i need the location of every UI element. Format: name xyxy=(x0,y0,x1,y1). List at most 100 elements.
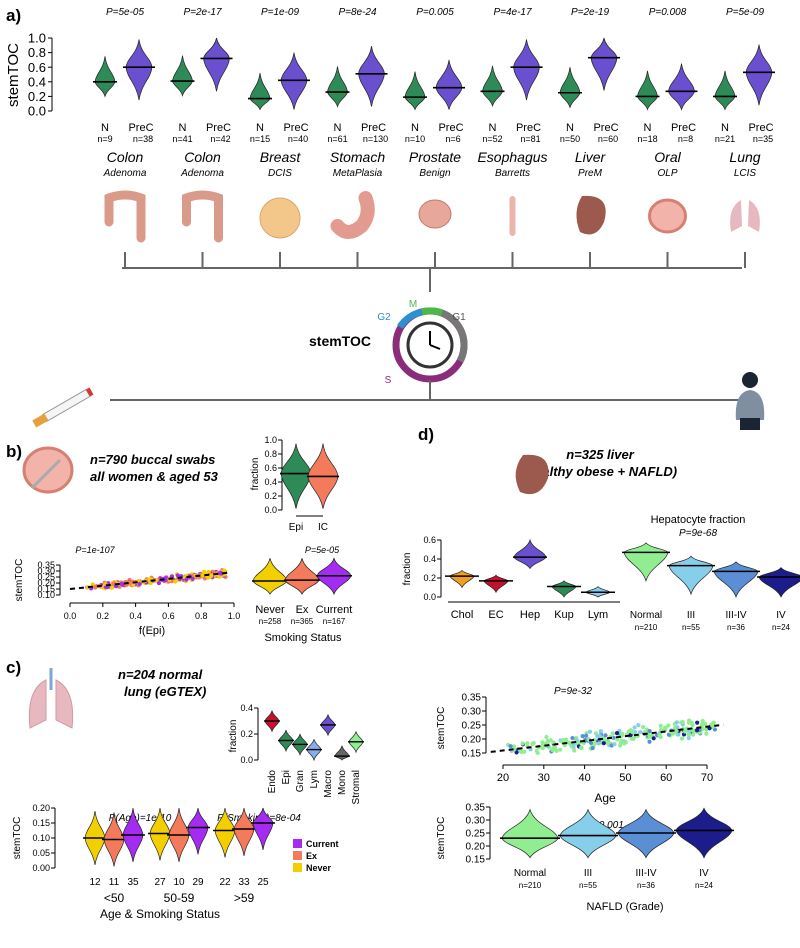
a-yaxis-tick-label: 0.2 xyxy=(28,89,46,104)
d-scatter-point xyxy=(544,734,549,740)
d-scatter-point xyxy=(674,720,679,725)
prostate-icon-shape xyxy=(418,199,452,229)
d-scatter-point xyxy=(658,723,663,728)
a-violin-prec xyxy=(125,39,153,101)
colon-icon-shape xyxy=(104,190,146,243)
b-frac-yaxis-tick-label: 0.2 xyxy=(264,491,277,501)
a-xlabel-n: N xyxy=(179,122,187,134)
d-scatter-point xyxy=(695,720,700,725)
b-scatter-yaxis-tick-label: 0.15 xyxy=(37,584,55,594)
d-scatter-point xyxy=(597,734,602,739)
b-scatter-point xyxy=(137,581,142,586)
c-page: P(Age)=1e-10 xyxy=(109,813,172,824)
d-frac-violin xyxy=(449,569,475,589)
c-legend-swatch xyxy=(293,863,302,872)
cigarette-icon xyxy=(32,387,94,428)
d-title-1: n=325 liver xyxy=(566,447,634,462)
d-scatter-point xyxy=(647,728,652,734)
panel-b-label: b) xyxy=(6,442,23,461)
d-grade-yaxis-tick-label: 0.20 xyxy=(466,842,486,853)
b-scatter-point xyxy=(170,574,175,579)
d-scatter-xaxis-tick-label: 70 xyxy=(701,772,713,784)
d-scatter-yaxis-tick-label: 0.15 xyxy=(462,749,482,760)
d-scatter-point xyxy=(686,735,691,741)
d-frac-yaxis-tick-label: 0.0 xyxy=(423,592,436,602)
d-scatter-point xyxy=(558,747,563,752)
a-lesion-label: Adenoma xyxy=(180,168,224,179)
d-scatter-point xyxy=(675,725,680,730)
stomach-icon xyxy=(330,191,375,239)
breast-icon xyxy=(259,197,301,239)
b-smoke-n: n=167 xyxy=(323,617,346,626)
c-frac-ylabel: fraction xyxy=(228,720,239,753)
b-scatter-point xyxy=(93,585,98,590)
d-grade-n: n=55 xyxy=(579,881,598,890)
d-scatter-point xyxy=(647,739,652,744)
a-violin-normal xyxy=(94,56,116,98)
a-xlabel-n: N xyxy=(566,122,574,134)
d-hep-p: P=9e-68 xyxy=(679,528,718,539)
d-hep-violin xyxy=(668,555,714,596)
d-scatter-point xyxy=(612,742,617,747)
a-lesion-label: MetaPlasia xyxy=(333,168,383,179)
c-age-yaxis-tick-label: 0.10 xyxy=(32,833,50,843)
b-scatter-yaxis-tick-label: 0.20 xyxy=(37,578,55,588)
d-hep-n: n=36 xyxy=(727,623,746,632)
d-scatter-point xyxy=(511,744,517,749)
d-scatter-point xyxy=(605,740,610,745)
a-tissue-label: Prostate xyxy=(409,149,461,165)
a-violin-normal xyxy=(404,71,426,111)
d-scatter-point xyxy=(588,740,594,746)
d-scatter-yaxis-tick-label: 0.20 xyxy=(462,735,482,746)
d-grade-yaxis-tick-label: 0.30 xyxy=(466,816,486,827)
b-frac-ylabel: fraction xyxy=(250,458,261,491)
d-grade-violin xyxy=(501,808,559,859)
d-scatter-point xyxy=(602,737,607,742)
d-scatter-point xyxy=(551,746,556,751)
b-scatter-xlabel: f(Epi) xyxy=(139,625,165,637)
a-yaxis-tick-label: 0.0 xyxy=(28,104,46,119)
a-lesion-label: PreM xyxy=(578,168,603,179)
d-hep-cat: III-IV xyxy=(725,610,746,621)
lung-icon-shape xyxy=(730,200,760,232)
a-n-prec: n=130 xyxy=(363,134,388,144)
prostate-icon xyxy=(418,199,452,229)
a-pvalue: P=5e-05 xyxy=(106,7,145,18)
a-n-normal: n=9 xyxy=(97,134,112,144)
d-scatter-point xyxy=(682,729,688,734)
a-tissue-label: Stomach xyxy=(330,149,385,165)
a-pvalue: P=2e-17 xyxy=(183,7,222,18)
d-hep-title: Hepatocyte fraction xyxy=(651,514,746,526)
d-scatter-point xyxy=(670,731,676,736)
b-smoke-n: n=258 xyxy=(259,617,282,626)
d-scatter-point xyxy=(704,727,709,732)
a-pvalue: P=1e-09 xyxy=(261,7,300,18)
a-lesion-label: LCIS xyxy=(734,168,757,179)
d-scatter-point xyxy=(590,746,595,751)
a-lesion-label: Benign xyxy=(419,168,451,179)
clock-hand-hour xyxy=(429,344,441,350)
b-smoke-xlabel: Smoking Status xyxy=(264,632,342,644)
d-hep-n: n=210 xyxy=(635,623,658,632)
a-xlabel-n: N xyxy=(101,122,109,134)
a-xlabel-prec: PreC xyxy=(206,122,231,134)
d-scatter-point xyxy=(534,748,539,754)
d-scatter-xaxis-tick-label: 30 xyxy=(538,772,550,784)
liver-icon xyxy=(576,195,606,235)
d-scatter-point xyxy=(570,735,575,741)
a-yaxis-tick-label: 0.8 xyxy=(28,45,46,60)
d-grade-cat: IV xyxy=(699,868,709,879)
a-lesion-label: DCIS xyxy=(268,168,292,179)
d-scatter-point xyxy=(603,733,608,738)
d-scatter-point xyxy=(632,725,637,730)
d-scatter-point xyxy=(525,741,530,746)
c-frac-cat: Epi xyxy=(281,770,292,784)
b-frac-yaxis-tick-label: 1.0 xyxy=(264,435,277,445)
b-smoke-n: n=365 xyxy=(291,617,314,626)
b-smoke-p: P=5e-05 xyxy=(305,545,340,555)
d-scatter-point xyxy=(540,740,545,745)
a-xlabel-prec: PreC xyxy=(128,122,153,134)
d-grade-cat: III-IV xyxy=(635,868,656,879)
a-n-normal: n=61 xyxy=(327,134,347,144)
b-scatter-yaxis-tick-label: 0.30 xyxy=(37,566,55,576)
